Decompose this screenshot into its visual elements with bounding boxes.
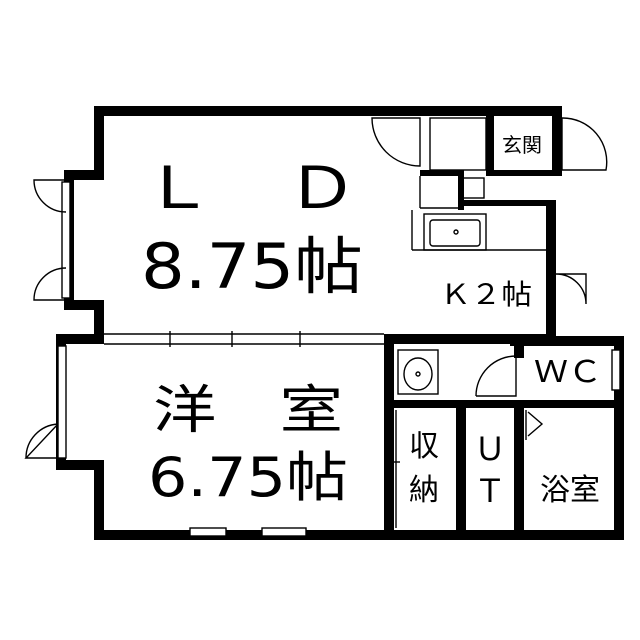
washbasin-icon (397, 349, 439, 395)
storage-label-bottom: 納 (409, 473, 439, 508)
left-door-lower-icon (33, 267, 67, 301)
kitchen-side-door-icon (555, 273, 587, 305)
door-swings (24, 117, 608, 459)
wc-door-icon (475, 355, 517, 397)
entrance-door-icon (561, 117, 608, 171)
interior-walls (384, 106, 624, 534)
ld-room-name: Ｌ Ｄ (142, 154, 358, 222)
ld-door-icon (371, 117, 421, 167)
ut-label-top: Ｕ (474, 430, 506, 468)
left-door-upper-icon (33, 179, 67, 213)
kitchen-sink-icon (423, 213, 487, 251)
entrance-label: 玄関 (502, 133, 542, 157)
storage-label-top: 収 (409, 429, 439, 464)
wc-label: ＷＣ (534, 355, 602, 390)
bath-label: 浴室 (540, 473, 600, 508)
western-room-size: 6.75帖 (148, 446, 348, 509)
kitchen-label: Ｋ２帖 (440, 278, 532, 311)
ut-label-bottom: Ｔ (474, 472, 506, 510)
ld-room-size: 8.75帖 (141, 230, 363, 303)
western-room-name: 洋 室 (153, 381, 343, 441)
